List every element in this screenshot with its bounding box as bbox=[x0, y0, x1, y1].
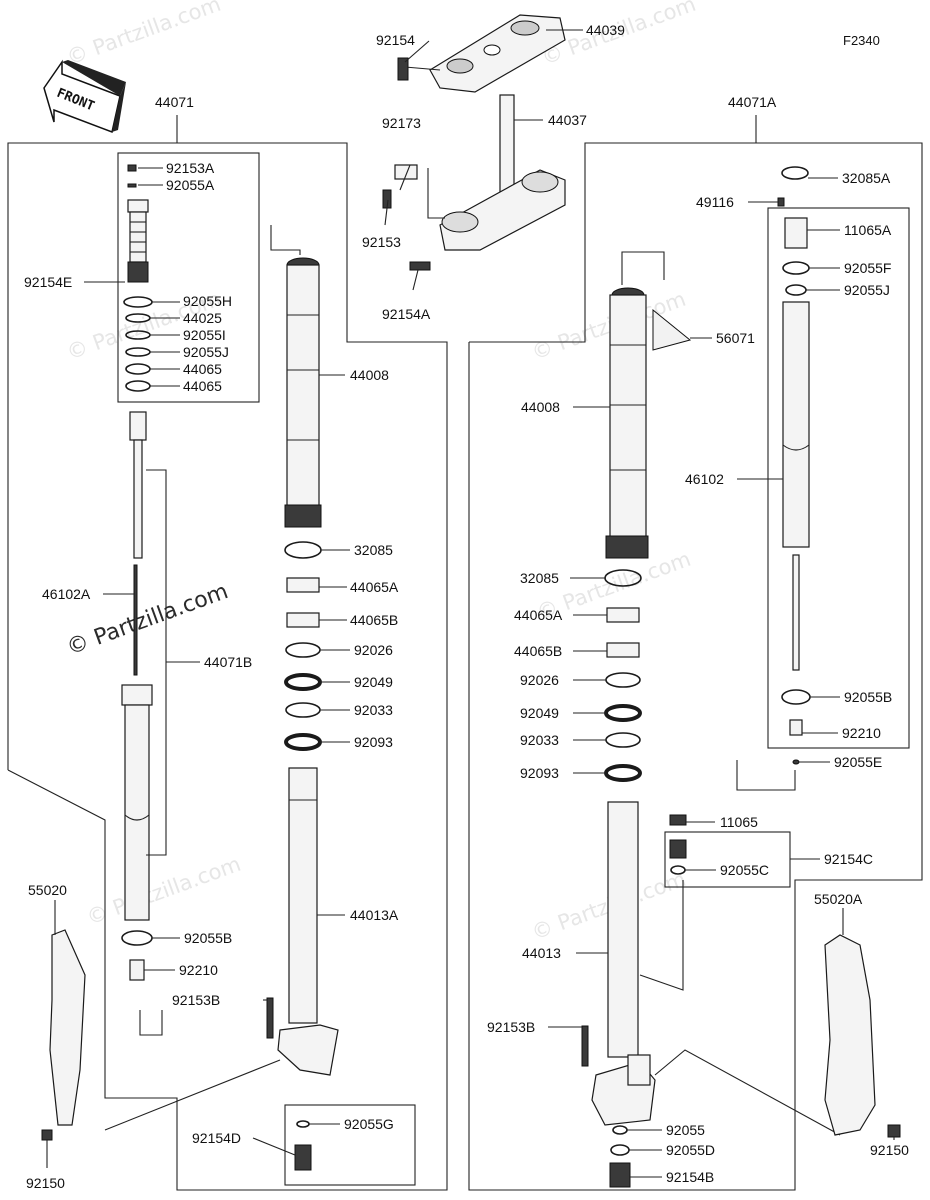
label-92049-right: 92049 bbox=[520, 705, 559, 721]
label-44065A-left: 44065A bbox=[350, 579, 399, 595]
label-92049-left: 92049 bbox=[354, 674, 393, 690]
label-44065B-left: 44065B bbox=[350, 612, 398, 628]
label-44065A-right: 44065A bbox=[514, 607, 563, 623]
steering-stem bbox=[382, 94, 566, 271]
label-92033-right: 92033 bbox=[520, 732, 559, 748]
label-92055H: 92055H bbox=[183, 293, 232, 309]
label-92055D: 92055D bbox=[666, 1142, 715, 1158]
label-92055J-left: 92055J bbox=[183, 344, 229, 360]
label-92055: 92055 bbox=[666, 1122, 705, 1138]
watermarks: © Partzilla.com © Partzilla.com © Partzi… bbox=[64, 0, 699, 945]
label-44039: 44039 bbox=[586, 22, 625, 38]
label-44008-left: 44008 bbox=[350, 367, 389, 383]
label-44071B: 44071B bbox=[204, 654, 252, 670]
diagram-code: F2340 bbox=[843, 33, 880, 48]
label-55020: 55020 bbox=[28, 882, 67, 898]
upper-triple-clamp bbox=[397, 14, 566, 93]
label-92055E: 92055E bbox=[834, 754, 882, 770]
label-92153B-left: 92153B bbox=[172, 992, 220, 1008]
label-92026-right: 92026 bbox=[520, 672, 559, 688]
label-32085-left: 32085 bbox=[354, 542, 393, 558]
label-92055J-right: 92055J bbox=[844, 282, 890, 298]
label-55020A: 55020A bbox=[814, 891, 863, 907]
label-92033-left: 92033 bbox=[354, 702, 393, 718]
label-44013: 44013 bbox=[522, 945, 561, 961]
label-56071: 56071 bbox=[716, 330, 755, 346]
label-92154E: 92154E bbox=[24, 274, 72, 290]
part-labels: 92154 44039 44071 44071A 92173 44037 921… bbox=[24, 22, 909, 1191]
label-92154: 92154 bbox=[376, 32, 415, 48]
label-44071A: 44071A bbox=[728, 94, 777, 110]
label-49116: 49116 bbox=[696, 194, 734, 210]
label-92154D: 92154D bbox=[192, 1130, 241, 1146]
label-92055I: 92055I bbox=[183, 327, 226, 343]
left-drain-box bbox=[284, 1104, 416, 1186]
label-92055F: 92055F bbox=[844, 260, 891, 276]
label-44071: 44071 bbox=[155, 94, 194, 110]
label-92093-left: 92093 bbox=[354, 734, 393, 750]
label-46102: 46102 bbox=[685, 471, 724, 487]
label-92026-left: 92026 bbox=[354, 642, 393, 658]
label-92150-right: 92150 bbox=[870, 1142, 909, 1158]
label-92055B-left: 92055B bbox=[184, 930, 232, 946]
label-92153A: 92153A bbox=[166, 160, 215, 176]
label-44013A: 44013A bbox=[350, 907, 399, 923]
right-rings bbox=[604, 569, 642, 782]
right-cartridge-box bbox=[736, 166, 910, 791]
label-92154B: 92154B bbox=[666, 1169, 714, 1185]
label-44065-b: 44065 bbox=[183, 378, 222, 394]
label-44065-a: 44065 bbox=[183, 361, 222, 377]
label-32085-right: 32085 bbox=[520, 570, 559, 586]
left-cartridge-box bbox=[117, 152, 260, 403]
right-outer-tube bbox=[605, 251, 692, 559]
label-92153B-right: 92153B bbox=[487, 1019, 535, 1035]
label-92093-right: 92093 bbox=[520, 765, 559, 781]
label-44037: 44037 bbox=[548, 112, 587, 128]
label-32085A: 32085A bbox=[842, 170, 891, 186]
leader-lines bbox=[46, 29, 895, 1178]
label-44008-right: 44008 bbox=[521, 399, 560, 415]
left-inner-tube bbox=[104, 767, 339, 1131]
left-inner-assembly bbox=[121, 411, 167, 1036]
label-92154A: 92154A bbox=[382, 306, 431, 322]
label-92210-right: 92210 bbox=[842, 725, 881, 741]
outline-right bbox=[468, 115, 923, 1191]
label-44025: 44025 bbox=[183, 310, 222, 326]
label-11065: 11065 bbox=[720, 814, 758, 830]
label-92055C: 92055C bbox=[720, 862, 769, 878]
label-11065A: 11065A bbox=[844, 222, 892, 238]
left-rings bbox=[284, 541, 322, 751]
front-arrow-icon: FRONT bbox=[43, 59, 126, 134]
left-fork-guard bbox=[41, 929, 86, 1141]
label-92210-left: 92210 bbox=[179, 962, 218, 978]
label-44065B-right: 44065B bbox=[514, 643, 562, 659]
right-fork-guard bbox=[824, 934, 901, 1138]
label-92150-left: 92150 bbox=[26, 1175, 65, 1191]
label-46102A: 46102A bbox=[42, 586, 91, 602]
watermark: © Partzilla.com bbox=[64, 0, 224, 70]
label-92055G: 92055G bbox=[344, 1116, 394, 1132]
label-92055A: 92055A bbox=[166, 177, 215, 193]
label-92153: 92153 bbox=[362, 234, 401, 250]
label-92154C: 92154C bbox=[824, 851, 873, 867]
right-inner-tube bbox=[581, 801, 841, 1188]
label-92055B-right: 92055B bbox=[844, 689, 892, 705]
label-92173: 92173 bbox=[382, 115, 421, 131]
outline-left bbox=[7, 115, 448, 1191]
left-outer-tube bbox=[270, 225, 322, 528]
watermark: © Partzilla.com bbox=[84, 852, 244, 930]
right-damper-box bbox=[639, 814, 791, 991]
